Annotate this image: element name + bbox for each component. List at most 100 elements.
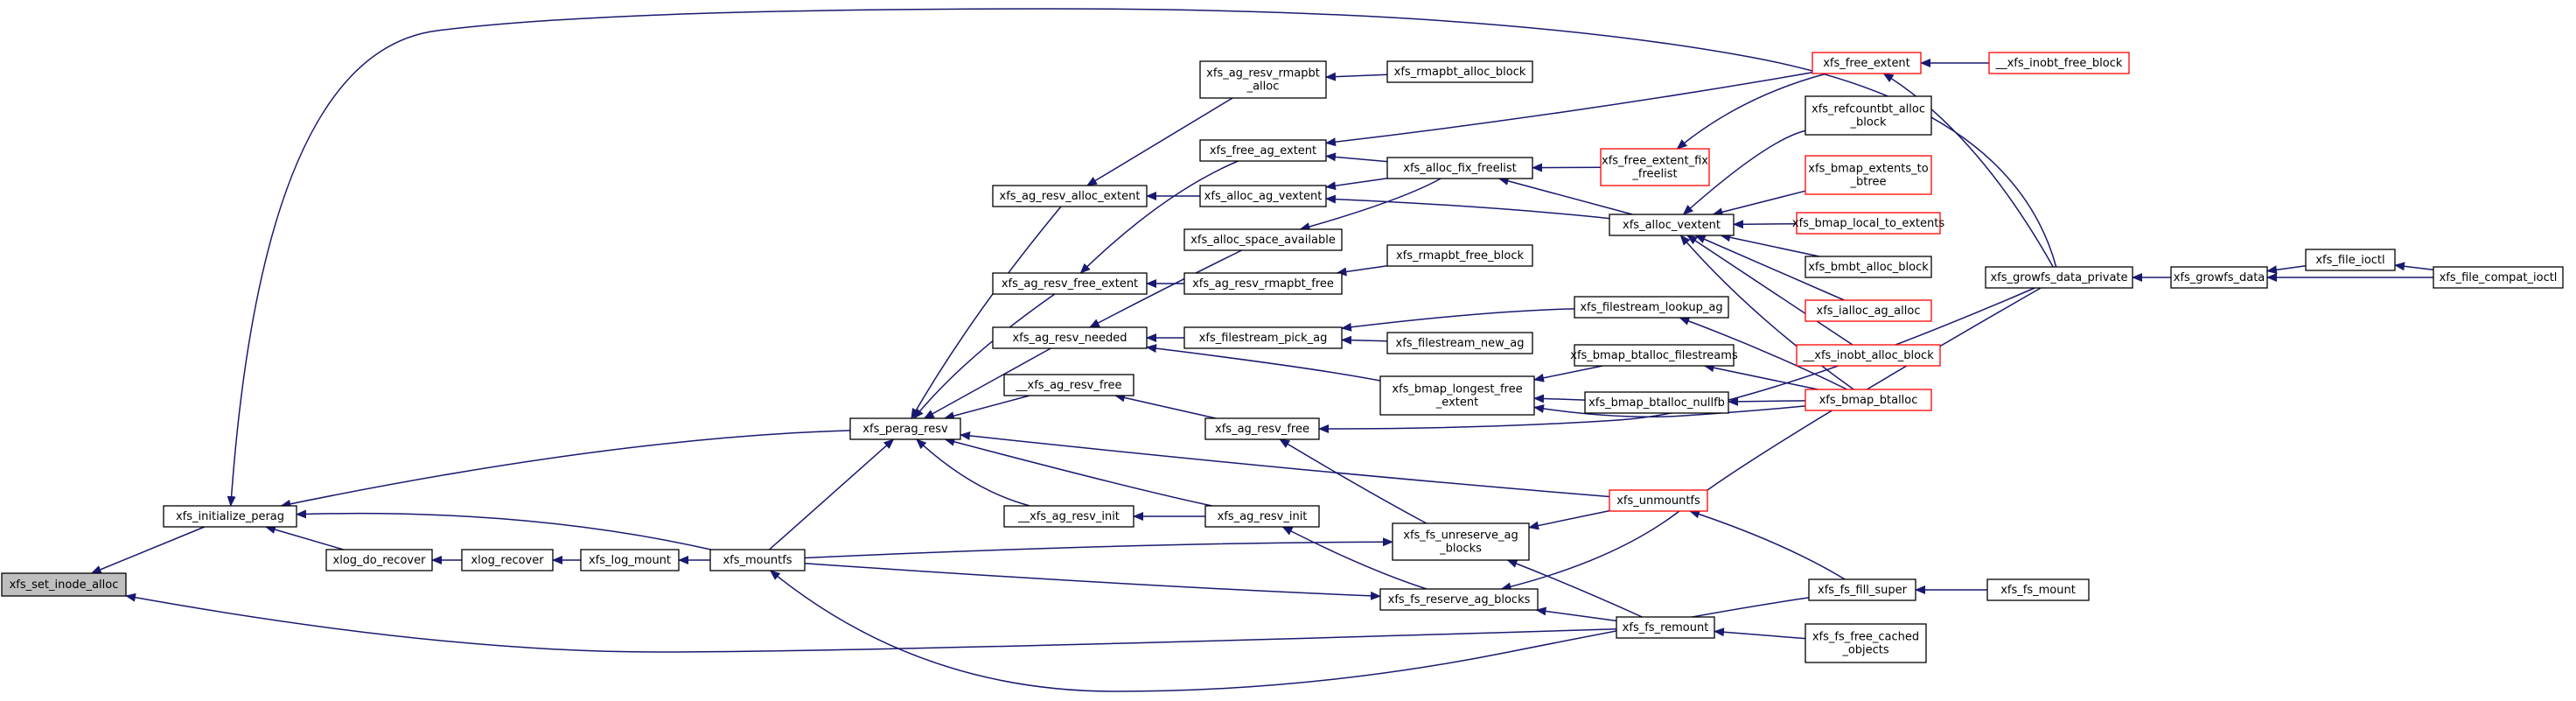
function-node-box xyxy=(1003,505,1134,528)
function-node[interactable]: xfs_filestream_new_ag xyxy=(1386,332,1533,354)
function-node-box xyxy=(1386,332,1533,354)
function-node-box xyxy=(1379,375,1535,416)
function-node-box xyxy=(1003,374,1134,396)
function-node[interactable]: __xfs_ag_resv_init xyxy=(1003,505,1134,528)
function-node-box xyxy=(1609,214,1735,236)
function-node-box xyxy=(2170,266,2268,289)
call-edge xyxy=(1281,526,1428,590)
function-node-box xyxy=(1609,489,1708,512)
function-node[interactable]: xfs_unmountfs xyxy=(1609,489,1708,512)
function-node-label: xfs_bmap_btalloc_nullfb xyxy=(1588,396,1725,410)
function-node[interactable]: xfs_ag_resv_free xyxy=(1204,417,1320,440)
function-node[interactable]: xfs_ag_resv_rmapbt_alloc xyxy=(1199,60,1327,99)
function-node[interactable]: xfs_free_extent xyxy=(1812,52,1922,74)
function-node-label: xfs_free_extent xyxy=(1823,57,1910,70)
function-node-box xyxy=(1204,417,1320,440)
function-node[interactable]: xfs_bmap_btalloc_filestreams xyxy=(1570,344,1738,367)
function-node-label: xfs_growfs_data xyxy=(2174,271,2265,284)
function-node[interactable]: xlog_do_recover xyxy=(325,549,433,571)
function-node[interactable]: xfs_ag_resv_init xyxy=(1204,505,1320,528)
function-node[interactable]: xfs_rmapbt_free_block xyxy=(1386,244,1533,267)
function-node-box xyxy=(1616,616,1715,639)
function-node[interactable]: xfs_fs_reserve_ag_blocks xyxy=(1379,588,1539,611)
function-node[interactable]: xfs_free_extent_fix_freelist xyxy=(1600,148,1710,186)
function-node[interactable]: xfs_fs_fill_super xyxy=(1808,578,1916,601)
function-node-box xyxy=(1600,148,1710,186)
function-node-label: xfs_rmapbt_free_block xyxy=(1396,249,1524,263)
call-edge xyxy=(1325,72,1813,147)
function-node[interactable]: xfs_bmap_btalloc_nullfb xyxy=(1584,391,1729,414)
function-node-label: xfs_ag_resv_alloc_extent xyxy=(1000,190,1141,203)
function-node[interactable]: xfs_fs_remount xyxy=(1616,616,1715,639)
function-node-label: xfs_rmapbt_alloc_block xyxy=(1394,66,1526,79)
function-node[interactable]: xfs_growfs_data xyxy=(2170,266,2268,289)
function-node[interactable]: xfs_ag_resv_needed xyxy=(992,326,1148,349)
call-edge xyxy=(769,438,895,550)
function-node[interactable]: xfs_alloc_space_available xyxy=(1183,228,1343,251)
call-edge xyxy=(1500,287,2042,592)
function-node[interactable]: xfs_mountfs xyxy=(709,549,806,571)
function-node[interactable]: xfs_bmap_longest_free_extent xyxy=(1379,375,1535,416)
function-node-label: xfs_perag_resv xyxy=(862,423,948,436)
function-node-label: _alloc xyxy=(1246,81,1280,94)
function-node-label: _blocks xyxy=(1439,543,1482,556)
function-node[interactable]: xfs_refcountbt_alloc_block xyxy=(1805,95,1932,136)
function-node[interactable]: xfs_ag_resv_alloc_extent xyxy=(992,185,1148,207)
function-node[interactable]: xlog_recover xyxy=(461,549,554,571)
function-node[interactable]: xfs_alloc_fix_freelist xyxy=(1386,157,1533,179)
call-edge xyxy=(227,8,2057,507)
function-node[interactable]: xfs_log_mount xyxy=(580,549,680,571)
function-node[interactable]: xfs_file_ioctl xyxy=(2305,249,2396,271)
call-edge xyxy=(923,347,1051,419)
function-node[interactable]: xfs_perag_resv xyxy=(849,417,961,440)
function-node-label: xfs_file_compat_ioctl xyxy=(2440,271,2558,284)
function-node-box xyxy=(1812,52,1922,74)
call-edge xyxy=(1703,363,1819,390)
function-node-label: xfs_fs_reserve_ag_blocks xyxy=(1388,593,1531,606)
function-node-box xyxy=(1204,505,1320,528)
function-node[interactable]: xfs_bmap_local_to_extents xyxy=(1792,212,1944,235)
function-node[interactable]: xfs_alloc_vextent xyxy=(1609,214,1735,236)
function-node[interactable]: xfs_initialize_perag xyxy=(163,505,297,528)
function-node-label: xfs_filestream_new_ag xyxy=(1396,337,1525,350)
function-node-box xyxy=(1183,228,1343,251)
call-edge xyxy=(1341,308,1575,332)
function-node[interactable]: xfs_bmap_btalloc xyxy=(1805,389,1932,411)
function-node-box xyxy=(1379,588,1539,611)
function-node[interactable]: xfs_file_compat_ioctl xyxy=(2433,266,2564,289)
call-edge xyxy=(1676,73,1827,150)
function-node-label: xfs_bmap_longest_free xyxy=(1392,383,1522,396)
function-node-box xyxy=(1199,60,1327,99)
function-node-box xyxy=(1805,299,1932,322)
function-node[interactable]: xfs_fs_unreserve_ag_blocks xyxy=(1392,522,1530,561)
function-node[interactable]: xfs_ialloc_ag_alloc xyxy=(1805,299,1932,322)
function-node-box xyxy=(1805,95,1932,136)
call-edge xyxy=(1497,177,1633,215)
function-node[interactable]: xfs_fs_free_cached_objects xyxy=(1805,623,1927,663)
function-node[interactable]: __xfs_inobt_free_block xyxy=(1988,52,2130,74)
function-node-box xyxy=(1805,155,1932,195)
function-node-label: _freelist xyxy=(1631,168,1677,181)
function-node[interactable]: xfs_bmbt_alloc_block xyxy=(1805,256,1932,278)
call-edge xyxy=(944,437,1212,507)
function-node-label: xfs_fs_fill_super xyxy=(1818,584,1908,597)
function-node[interactable]: xfs_free_ag_extent xyxy=(1199,139,1327,162)
function-node[interactable]: __xfs_ag_resv_free xyxy=(1003,374,1134,396)
function-node[interactable]: xfs_rmapbt_alloc_block xyxy=(1386,60,1533,83)
function-node-label: xfs_ag_resv_rmapbt_free xyxy=(1192,277,1334,291)
function-node-label: xfs_ialloc_ag_alloc xyxy=(1817,305,1921,318)
function-node[interactable]: xfs_bmap_extents_to_btree xyxy=(1805,155,1932,195)
function-node[interactable]: xfs_alloc_ag_vextent xyxy=(1199,185,1327,207)
call-edge xyxy=(916,438,1030,507)
function-node[interactable]: xfs_growfs_data_private xyxy=(1985,266,2133,289)
function-node[interactable]: __xfs_inobt_alloc_block xyxy=(1796,344,1941,367)
function-node[interactable]: xfs_ag_resv_rmapbt_free xyxy=(1183,272,1343,295)
function-node[interactable]: xfs_filestream_pick_ag xyxy=(1183,326,1343,349)
function-node[interactable]: xfs_set_inode_alloc xyxy=(1,572,127,597)
function-node[interactable]: xfs_filestream_lookup_ag xyxy=(1574,296,1729,319)
call-edge xyxy=(1533,394,1586,403)
function-node[interactable]: xfs_fs_mount xyxy=(1986,578,2090,601)
function-node[interactable]: xfs_ag_resv_free_extent xyxy=(992,272,1148,295)
function-node-box xyxy=(1808,578,1916,601)
function-node-label: __xfs_ag_resv_init xyxy=(1017,510,1120,523)
